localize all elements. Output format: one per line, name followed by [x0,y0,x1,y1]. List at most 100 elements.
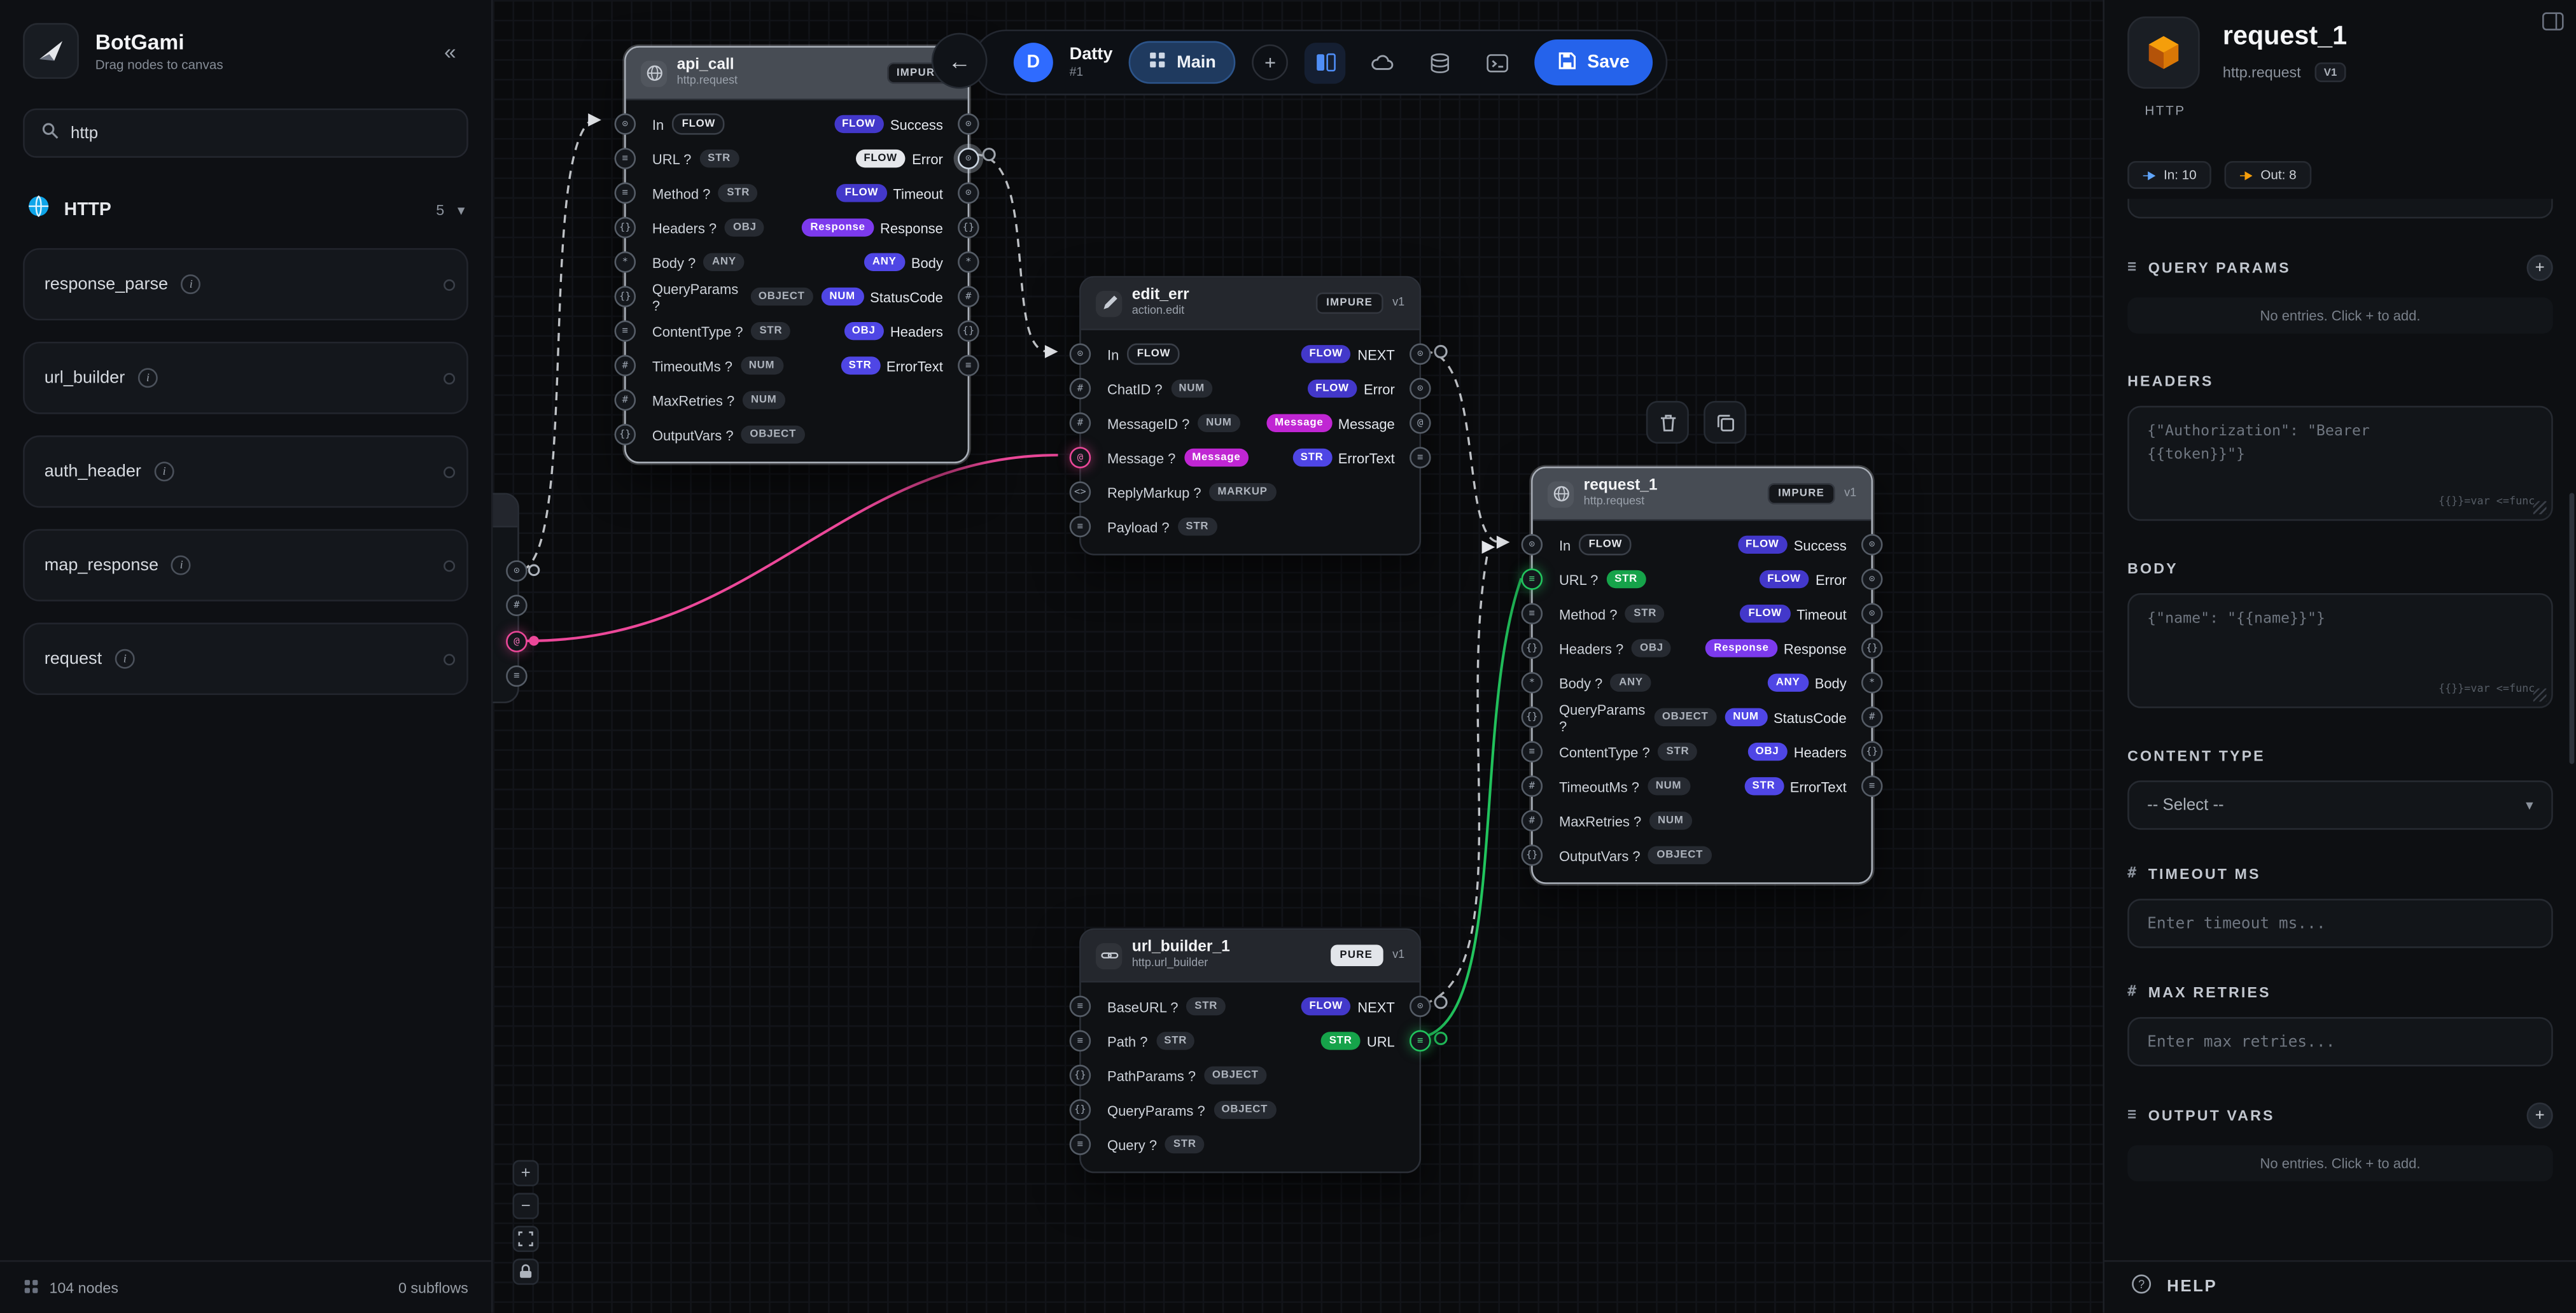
item-port[interactable] [444,278,456,290]
input-port[interactable]: ≡ [1521,568,1543,590]
cloud-button[interactable] [1362,42,1404,83]
output-port[interactable]: {} [958,320,979,342]
retries-input[interactable] [2127,1017,2553,1067]
output-port[interactable]: @ [1410,412,1431,434]
delete-node-button[interactable] [1646,400,1689,444]
output-port[interactable]: ≡ [958,355,979,377]
save-button[interactable]: Save [1534,39,1653,86]
add-query-param-button[interactable]: + [2526,255,2553,281]
panel-toggle-icon[interactable] [2542,10,2565,41]
search-input[interactable] [71,123,451,143]
info-icon[interactable]: i [137,368,158,388]
info-icon[interactable]: i [181,274,201,295]
input-port[interactable]: # [1069,412,1091,434]
input-port[interactable]: {} [614,286,636,307]
input-port[interactable]: {} [1521,637,1543,659]
node-search[interactable] [23,108,468,158]
input-port[interactable]: {} [1521,706,1543,728]
output-port[interactable]: * [1861,671,1883,694]
input-port[interactable]: @ [1069,447,1091,468]
output-port[interactable]: ⊙ [1861,568,1883,590]
info-icon[interactable]: i [171,555,192,575]
item-port[interactable] [444,372,456,384]
input-port[interactable]: ⊙ [1521,534,1543,556]
wire-handle[interactable] [1434,344,1448,359]
output-port[interactable]: ⊙ [1410,343,1431,365]
resize-handle[interactable] [2533,501,2547,515]
output-port[interactable]: ≡ [506,665,528,687]
input-port[interactable]: # [614,389,636,411]
output-port[interactable]: # [506,594,528,617]
input-port[interactable]: ≡ [1069,1134,1091,1155]
offscreen-node[interactable]: ⊙ # @ ≡ [493,493,528,703]
output-port[interactable]: {} [1861,637,1883,659]
item-port[interactable] [444,653,456,665]
headers-textarea[interactable]: {"Authorization": "Bearer {{token}}"} {{… [2127,405,2553,521]
lock-canvas-button[interactable] [512,1258,539,1285]
input-port[interactable]: ≡ [1069,516,1091,538]
input-port[interactable]: {} [1521,844,1543,866]
info-icon[interactable]: i [154,461,174,482]
output-port[interactable]: @ [506,631,528,652]
input-port[interactable]: # [1521,810,1543,832]
item-port[interactable] [444,559,456,572]
input-port[interactable]: # [1521,775,1543,797]
output-port[interactable]: {} [958,216,979,239]
input-port[interactable]: ⊙ [1069,343,1091,365]
input-port[interactable]: # [1069,377,1091,400]
input-port[interactable]: ≡ [614,320,636,342]
input-port[interactable]: {} [1069,1099,1091,1121]
tab-main-flow[interactable]: Main [1129,41,1236,84]
output-port[interactable]: ≡ [1410,1030,1431,1052]
input-port[interactable]: {} [614,424,636,446]
output-port[interactable]: ≡ [1410,447,1431,468]
back-button[interactable]: ← [931,32,988,89]
output-port[interactable]: ⊙ [1861,534,1883,556]
output-port[interactable]: ⊙ [958,113,979,135]
add-output-var-button[interactable]: + [2526,1102,2553,1129]
info-icon[interactable]: i [115,649,135,669]
terminal-button[interactable] [1477,42,1518,83]
sidebar-section-http[interactable]: HTTP 5 ▾ [23,194,468,227]
duplicate-node-button[interactable] [1704,400,1747,444]
input-port[interactable]: * [614,251,636,273]
flow-canvas[interactable]: ← D Datty #1 Main + [493,0,2103,1313]
wire-handle[interactable] [1434,1031,1448,1046]
input-port[interactable]: ≡ [1521,741,1543,762]
wire[interactable] [974,153,1049,353]
wire-handle[interactable] [982,148,996,162]
output-port[interactable]: ⊙ [958,182,979,204]
item-port[interactable] [444,465,456,477]
timeout-input[interactable] [2127,899,2553,948]
output-port[interactable]: ⊙ [958,148,979,169]
output-port[interactable]: * [958,251,979,273]
output-port[interactable]: ⊙ [506,560,528,582]
content-type-select[interactable]: -- Select -- ▾ [2127,780,2553,830]
input-port[interactable]: ⊙ [614,113,636,135]
output-port[interactable]: ⊙ [1861,603,1883,625]
input-port[interactable]: ≡ [614,182,636,204]
input-port[interactable]: ≡ [614,148,636,169]
database-button[interactable] [1420,42,1461,83]
input-port[interactable]: ≡ [1069,995,1091,1018]
wire[interactable] [1424,350,1501,544]
wire-handle[interactable] [529,636,539,646]
fit-view-button[interactable] [512,1225,539,1253]
input-port[interactable]: ≡ [1521,603,1543,625]
add-flow-button[interactable]: + [1252,44,1289,81]
output-port[interactable]: # [1861,706,1883,728]
output-port[interactable]: ⊙ [1410,377,1431,400]
zoom-out-button[interactable]: − [512,1193,539,1219]
sidebar-collapse-button[interactable]: « [444,38,456,64]
body-textarea[interactable]: {"name": "{{name}}"} {{}}=var <=func [2127,593,2553,708]
